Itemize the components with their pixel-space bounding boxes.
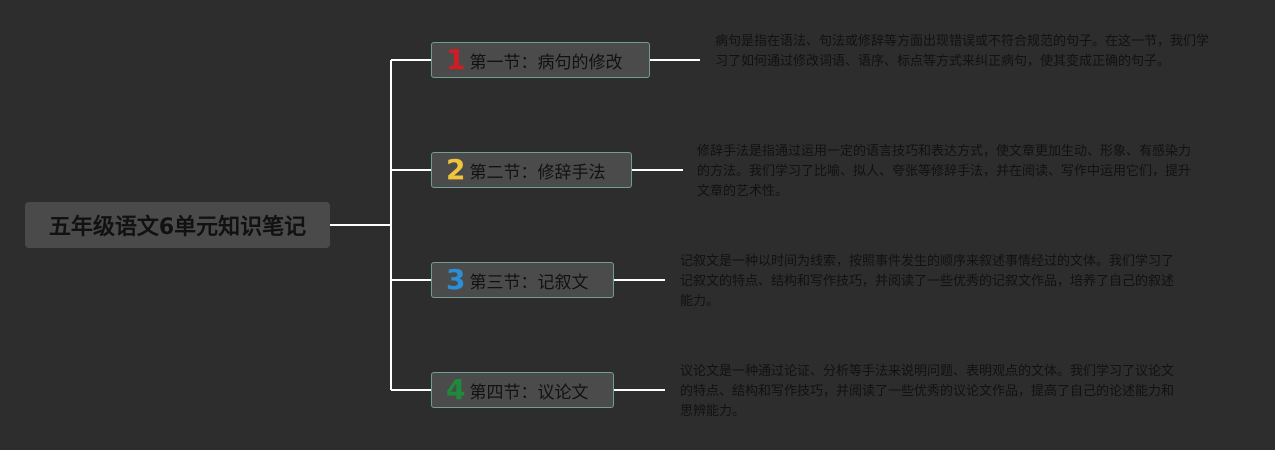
section-number-2: 2 xyxy=(446,153,466,186)
section-node-3[interactable]: 3 第三节：记叙文 xyxy=(431,262,614,298)
section-node-4[interactable]: 4 第四节：议论文 xyxy=(431,372,614,408)
section-node-2[interactable]: 2 第二节：修辞手法 xyxy=(431,152,632,188)
section-label-2: 第二节：修辞手法 xyxy=(469,162,606,183)
root-topic-node[interactable]: 五年级语文6单元知识笔记 xyxy=(25,202,330,248)
section-label-4: 第四节：议论文 xyxy=(469,382,589,403)
section-label-3: 第三节：记叙文 xyxy=(469,272,589,293)
section-label-1: 第一节：病句的修改 xyxy=(469,52,623,73)
section-description-2: 修辞手法是指通过运用一定的语言技巧和表达方式，使文章更加生动、形象、有感染力的方… xyxy=(697,144,1192,199)
section-node-1[interactable]: 1 第一节：病句的修改 xyxy=(431,42,650,78)
section-number-3: 3 xyxy=(446,263,466,296)
section-description-3: 记叙文是一种以时间为线索，按照事件发生的顺序来叙述事情经过的文体。我们学习了记叙… xyxy=(680,254,1175,309)
section-number-1: 1 xyxy=(446,43,466,76)
root-topic-title: 五年级语文6单元知识笔记 xyxy=(48,215,307,240)
section-description-1: 病句是指在语法、句法或修辞等方面出现错误或不符合规范的句子。在这一节，我们学习了… xyxy=(715,34,1210,69)
section-number-4: 4 xyxy=(446,373,466,406)
section-description-4: 议论文是一种通过论证、分析等手法来说明问题、表明观点的文体。我们学习了议论文的特… xyxy=(680,364,1175,419)
